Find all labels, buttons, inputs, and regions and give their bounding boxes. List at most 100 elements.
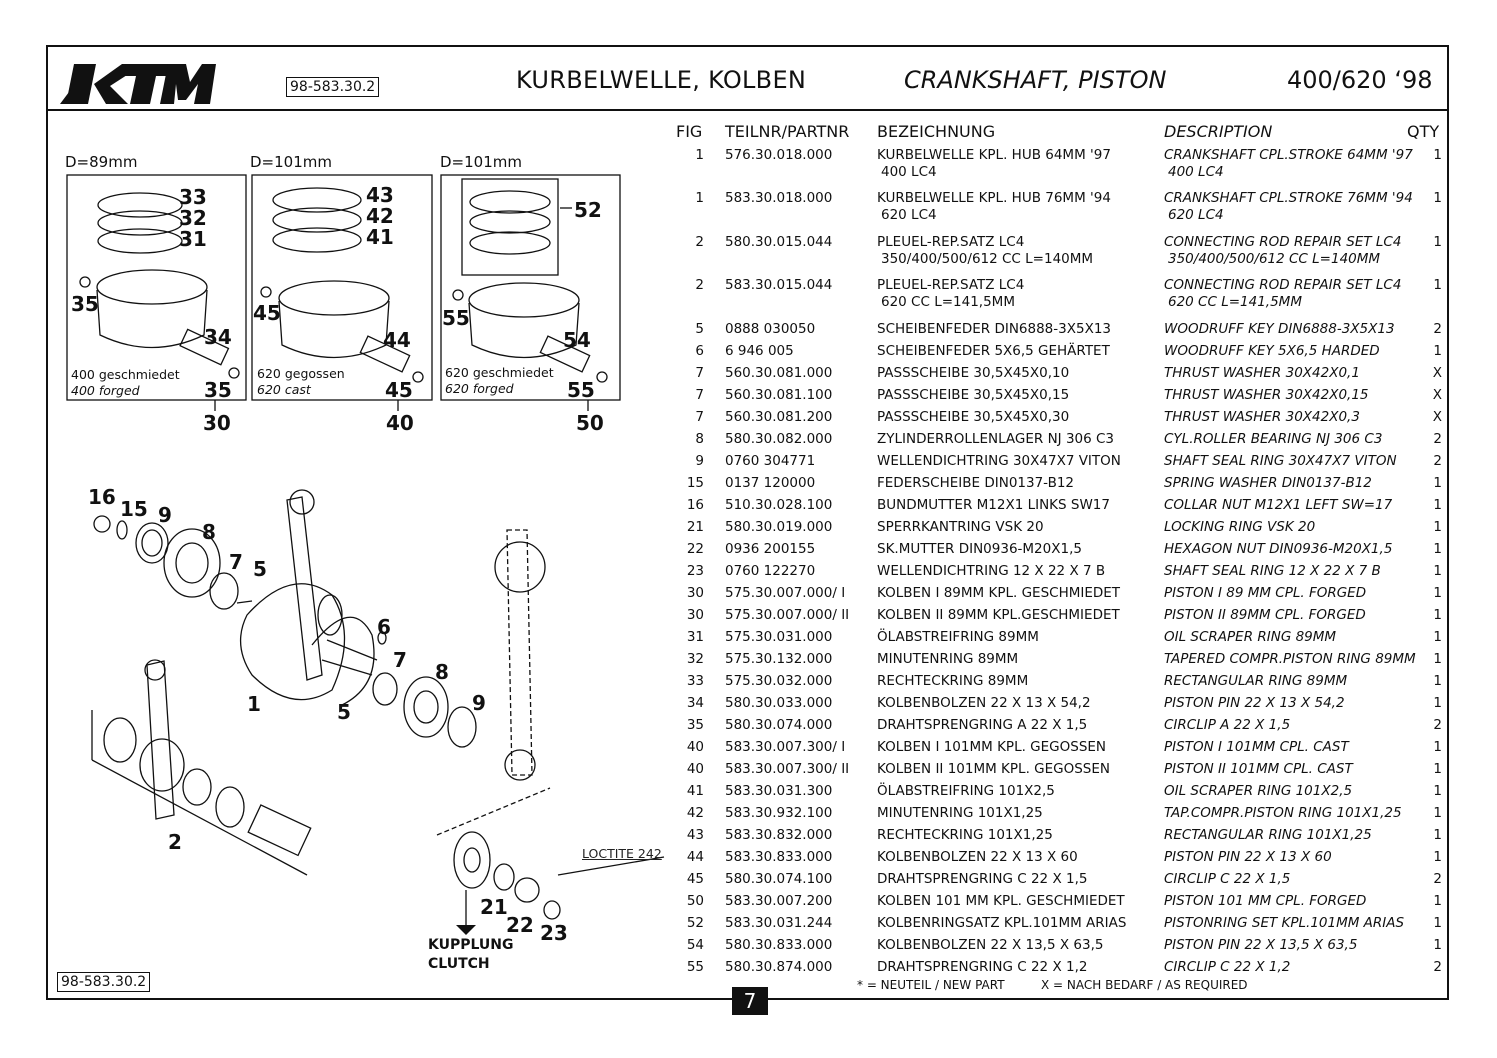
part-number-cell: 575.30.031.000 (725, 629, 833, 645)
part-number-cell: 583.30.031.244 (725, 915, 833, 931)
qty-cell: 1 (1433, 629, 1442, 645)
fig-cell: 30 (686, 607, 704, 623)
description-en-cell: TAPERED COMPR.PISTON RING 89MM (1164, 651, 1416, 667)
part-number-cell: 0760 304771 (725, 453, 816, 469)
description-en-cell: CIRCLIP C 22 X 1,5 (1164, 871, 1291, 887)
description-de-cell: BUNDMUTTER M12X1 LINKS SW17 (877, 497, 1110, 513)
fig-cell: 6 (695, 343, 704, 359)
callout-number: 55 (567, 378, 595, 402)
part-number-cell: 580.30.074.000 (725, 717, 833, 733)
description-de-cell: PASSSCHEIBE 30,5X45X0,10 (877, 365, 1070, 381)
fig-cell: 42 (686, 805, 704, 821)
fig-cell: 1 (695, 147, 704, 163)
part-number-cell: 580.30.082.000 (725, 431, 833, 447)
description-en-cell: WOODRUFF KEY DIN6888-3X5X13 (1164, 321, 1395, 337)
header-divider (46, 109, 1449, 111)
description-de-cell: DRAHTSPRENGRING C 22 X 1,2 (877, 959, 1088, 975)
description-en-cell: PISTON PIN 22 X 13 X 60 (1164, 849, 1332, 865)
description-en-cell-line2: 620 CC L=141,5MM (1168, 294, 1302, 310)
callout-number: 7 (229, 550, 243, 574)
description-de-cell-line2: 400 LC4 (881, 164, 937, 180)
fig-cell: 5 (695, 321, 704, 337)
description-en-cell: LOCKING RING VSK 20 (1164, 519, 1316, 535)
note-as-required: X = NACH BEDARF / AS REQUIRED (1041, 978, 1248, 992)
description-de-cell: ÖLABSTREIFRING 101X2,5 (877, 783, 1055, 799)
description-de-cell: KURBELWELLE KPL. HUB 76MM '94 (877, 190, 1111, 206)
description-de-cell-line2: 350/400/500/612 CC L=140MM (881, 251, 1094, 267)
model-label: 400/620 ‘98 (1287, 66, 1433, 94)
description-en-cell: SHAFT SEAL RING 12 X 22 X 7 B (1164, 563, 1381, 579)
description-de-cell: KURBELWELLE KPL. HUB 64MM '97 (877, 147, 1111, 163)
part-number-cell: 560.30.081.200 (725, 409, 833, 425)
description-de-cell: ÖLABSTREIFRING 89MM (877, 629, 1039, 645)
part-number-cell: 575.30.132.000 (725, 651, 833, 667)
piston-diameter-label: D=101mm (440, 153, 522, 171)
callout-number: 8 (202, 520, 216, 544)
description-en-cell-line2: 620 LC4 (1168, 207, 1224, 223)
description-en-cell: SHAFT SEAL RING 30X47X7 VITON (1164, 453, 1397, 469)
note-new-part: * = NEUTEIL / NEW PART (857, 978, 1005, 992)
description-de-cell-line2: 620 CC L=141,5MM (881, 294, 1015, 310)
fig-cell: 7 (695, 387, 704, 403)
fig-cell: 34 (686, 695, 704, 711)
piston-box (66, 174, 247, 401)
qty-cell: 1 (1433, 607, 1442, 623)
part-number-cell: 576.30.018.000 (725, 147, 833, 163)
description-de-cell: KOLBENBOLZEN 22 X 13 X 60 (877, 849, 1078, 865)
fig-cell: 35 (686, 717, 704, 733)
qty-cell: 1 (1433, 519, 1442, 535)
description-en-cell: CONNECTING ROD REPAIR SET LC4 (1164, 277, 1402, 293)
fig-cell: 40 (686, 739, 704, 755)
part-number-cell: 583.30.018.000 (725, 190, 833, 206)
part-number-cell: 510.30.028.100 (725, 497, 833, 513)
qty-cell: 2 (1433, 431, 1442, 447)
piston-material-en: 620 cast (257, 382, 311, 397)
fig-cell: 32 (686, 651, 704, 667)
description-de-cell: MINUTENRING 89MM (877, 651, 1019, 667)
part-number-cell: 580.30.019.000 (725, 519, 833, 535)
description-en-cell: RECTANGULAR RING 101X1,25 (1164, 827, 1372, 843)
fig-cell: 52 (686, 915, 704, 931)
fig-cell: 1 (695, 190, 704, 206)
fig-cell: 16 (686, 497, 704, 513)
description-de-cell: WELLENDICHTRING 12 X 22 X 7 B (877, 563, 1106, 579)
description-en-cell: PISTON I 101MM CPL. CAST (1164, 739, 1349, 755)
callout-number: 45 (385, 378, 413, 402)
qty-cell: 1 (1433, 563, 1442, 579)
description-en-cell: TAP.COMPR.PISTON RING 101X1,25 (1164, 805, 1402, 821)
part-number-cell: 583.30.031.300 (725, 783, 833, 799)
qty-cell: 2 (1433, 453, 1442, 469)
description-de-cell: KOLBEN II 89MM KPL.GESCHMIEDET (877, 607, 1120, 623)
part-number-cell: 583.30.832.000 (725, 827, 833, 843)
description-de-cell: SCHEIBENFEDER DIN6888-3X5X13 (877, 321, 1111, 337)
qty-cell: 1 (1433, 147, 1442, 163)
piston-material-de: 400 geschmiedet (71, 367, 180, 382)
description-en-cell-line2: 350/400/500/612 CC L=140MM (1168, 251, 1381, 267)
col-header-description-en: DESCRIPTION (1164, 122, 1273, 141)
qty-cell: 1 (1433, 475, 1442, 491)
callout-number: 55 (442, 306, 470, 330)
description-en-cell: WOODRUFF KEY 5X6,5 HARDED (1164, 343, 1380, 359)
piston-material-de: 620 gegossen (257, 366, 345, 381)
callout-number: 9 (158, 503, 172, 527)
fig-cell: 7 (695, 409, 704, 425)
qty-cell: 1 (1433, 827, 1442, 843)
fig-cell: 54 (686, 937, 704, 953)
description-de-cell: ZYLINDERROLLENLAGER NJ 306 C3 (877, 431, 1115, 447)
qty-cell: 1 (1433, 805, 1442, 821)
part-number-cell: 575.30.007.000/ II (725, 607, 850, 623)
description-de-cell: KOLBEN II 101MM KPL. GEGOSSEN (877, 761, 1110, 777)
callout-number: 1 (247, 692, 261, 716)
fig-cell: 8 (695, 431, 704, 447)
doc-number: 98-583.30.2 (286, 77, 380, 97)
piston-diameter-label: D=101mm (250, 153, 332, 171)
callout-number: 2 (168, 830, 182, 854)
description-en-cell: CIRCLIP A 22 X 1,5 (1164, 717, 1291, 733)
qty-cell: 1 (1433, 739, 1442, 755)
qty-cell: 1 (1433, 277, 1442, 293)
piston-box (251, 174, 433, 401)
col-header-qty: QTY (1407, 122, 1440, 141)
part-number-cell: 575.30.007.000/ I (725, 585, 846, 601)
